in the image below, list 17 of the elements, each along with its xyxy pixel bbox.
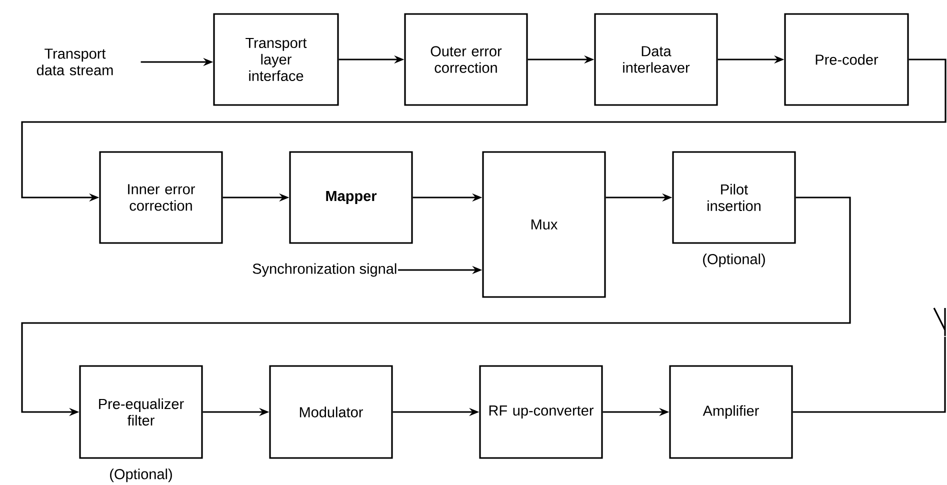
process-box: Pilot insertion <box>672 151 796 244</box>
process-box: Inner error correction <box>99 151 223 244</box>
input-label: Transport data stream <box>36 48 113 76</box>
process-box: Amplifier <box>669 365 793 459</box>
note-label: (Optional) <box>703 254 765 268</box>
input-label: Synchronization signal <box>252 263 396 277</box>
process-box: Data interleaver <box>594 13 718 106</box>
process-box: Transport layer interface <box>213 13 339 106</box>
note-label: (Optional) <box>110 468 172 482</box>
process-box: Modulator <box>269 365 393 459</box>
process-box: Mux <box>482 151 606 298</box>
process-box: Mapper <box>289 151 413 244</box>
process-box: Outer error correction <box>404 13 528 106</box>
antenna-drawing <box>933 307 946 337</box>
process-box: Pre-equalizer filter <box>79 365 203 459</box>
process-box: Pre-coder <box>784 13 909 106</box>
process-box: RF up-converter <box>479 365 603 459</box>
